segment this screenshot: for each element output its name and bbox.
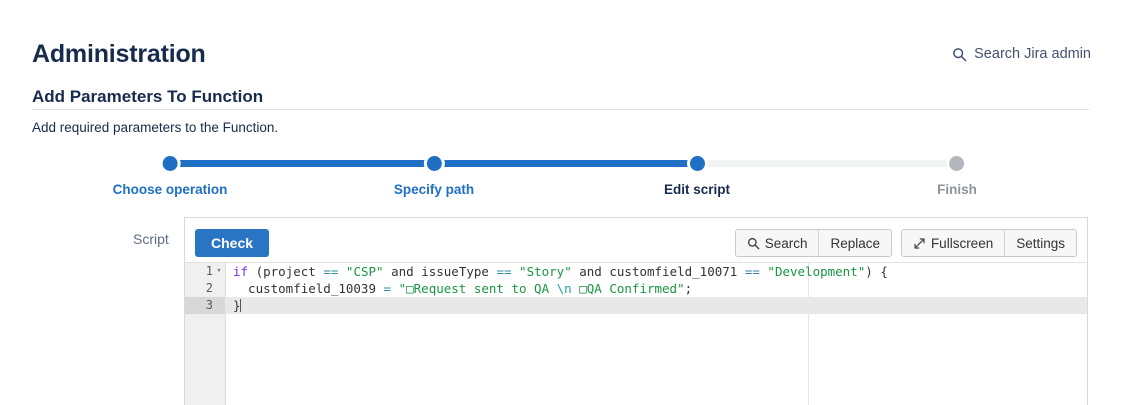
stepper-step-label: Edit script xyxy=(663,182,731,197)
admin-search-label: Search Jira admin xyxy=(974,46,1091,62)
editor-toolbar: Check Search Replace xyxy=(185,218,1087,263)
code-line[interactable]: 1▾ if (project == "CSP" and issueType == … xyxy=(185,263,1087,280)
line-number: 1 xyxy=(205,264,213,278)
code-lines-container: 1▾ if (project == "CSP" and issueType == … xyxy=(185,263,1087,314)
script-editor-panel: Check Search Replace xyxy=(184,217,1088,405)
print-margin-ruler xyxy=(808,263,809,405)
stepper-step-label: Choose operation xyxy=(112,182,228,197)
stepper-step-finish[interactable]: Finish xyxy=(937,155,977,197)
replace-button[interactable]: Replace xyxy=(818,230,891,256)
section-title: Add Parameters To Function xyxy=(32,87,264,106)
line-number: 2 xyxy=(205,281,213,295)
stepper-step-specify-path[interactable]: Specify path xyxy=(394,155,474,197)
code-line[interactable]: 3} xyxy=(185,297,1087,314)
script-field-label: Script xyxy=(133,231,169,247)
search-icon xyxy=(952,47,967,62)
stepper-dot xyxy=(689,156,705,171)
code-editor[interactable]: 1▾ if (project == "CSP" and issueType == … xyxy=(185,263,1087,405)
stepper-dot xyxy=(426,156,442,171)
page-title: Administration xyxy=(32,40,206,68)
code-line[interactable]: 2 customfield_10039 = "□Request sent to … xyxy=(185,280,1087,297)
settings-button[interactable]: Settings xyxy=(1004,230,1076,256)
code-line-text: } xyxy=(233,298,241,313)
text-cursor xyxy=(239,299,241,312)
section-divider xyxy=(32,109,1089,110)
fullscreen-button-label: Fullscreen xyxy=(930,235,994,251)
search-icon xyxy=(747,237,760,250)
settings-button-label: Settings xyxy=(1016,235,1065,251)
stepper-dot xyxy=(162,156,178,171)
code-line-text: customfield_10039 = "□Request sent to QA… xyxy=(233,281,693,296)
editor-find-group: Search Replace xyxy=(734,229,892,257)
line-number: 3 xyxy=(185,297,225,314)
expand-diagonal-icon xyxy=(913,237,926,250)
stepper-step-edit-script[interactable]: Edit script xyxy=(664,155,730,197)
fullscreen-button[interactable]: Fullscreen xyxy=(901,230,1005,256)
progress-stepper: Choose operation Specify path Edit scrip… xyxy=(0,155,1121,205)
replace-button-label: Replace xyxy=(830,235,880,251)
stepper-step-label: Specify path xyxy=(393,182,475,197)
search-button[interactable]: Search xyxy=(735,230,819,256)
line-number-gutter xyxy=(185,263,226,405)
check-button[interactable]: Check xyxy=(195,229,270,257)
admin-search-link[interactable]: Search Jira admin xyxy=(952,46,1091,62)
search-button-label: Search xyxy=(764,235,808,251)
stepper-dot xyxy=(949,156,965,171)
editor-view-group: Fullscreen Settings xyxy=(900,229,1077,257)
stepper-step-choose-operation[interactable]: Choose operation xyxy=(112,155,228,197)
code-line-text: if (project == "CSP" and issueType == "S… xyxy=(233,264,888,279)
section-description: Add required parameters to the Function. xyxy=(32,120,279,135)
code-fold-toggle-icon[interactable]: ▾ xyxy=(216,266,222,276)
stepper-step-label: Finish xyxy=(937,182,977,197)
